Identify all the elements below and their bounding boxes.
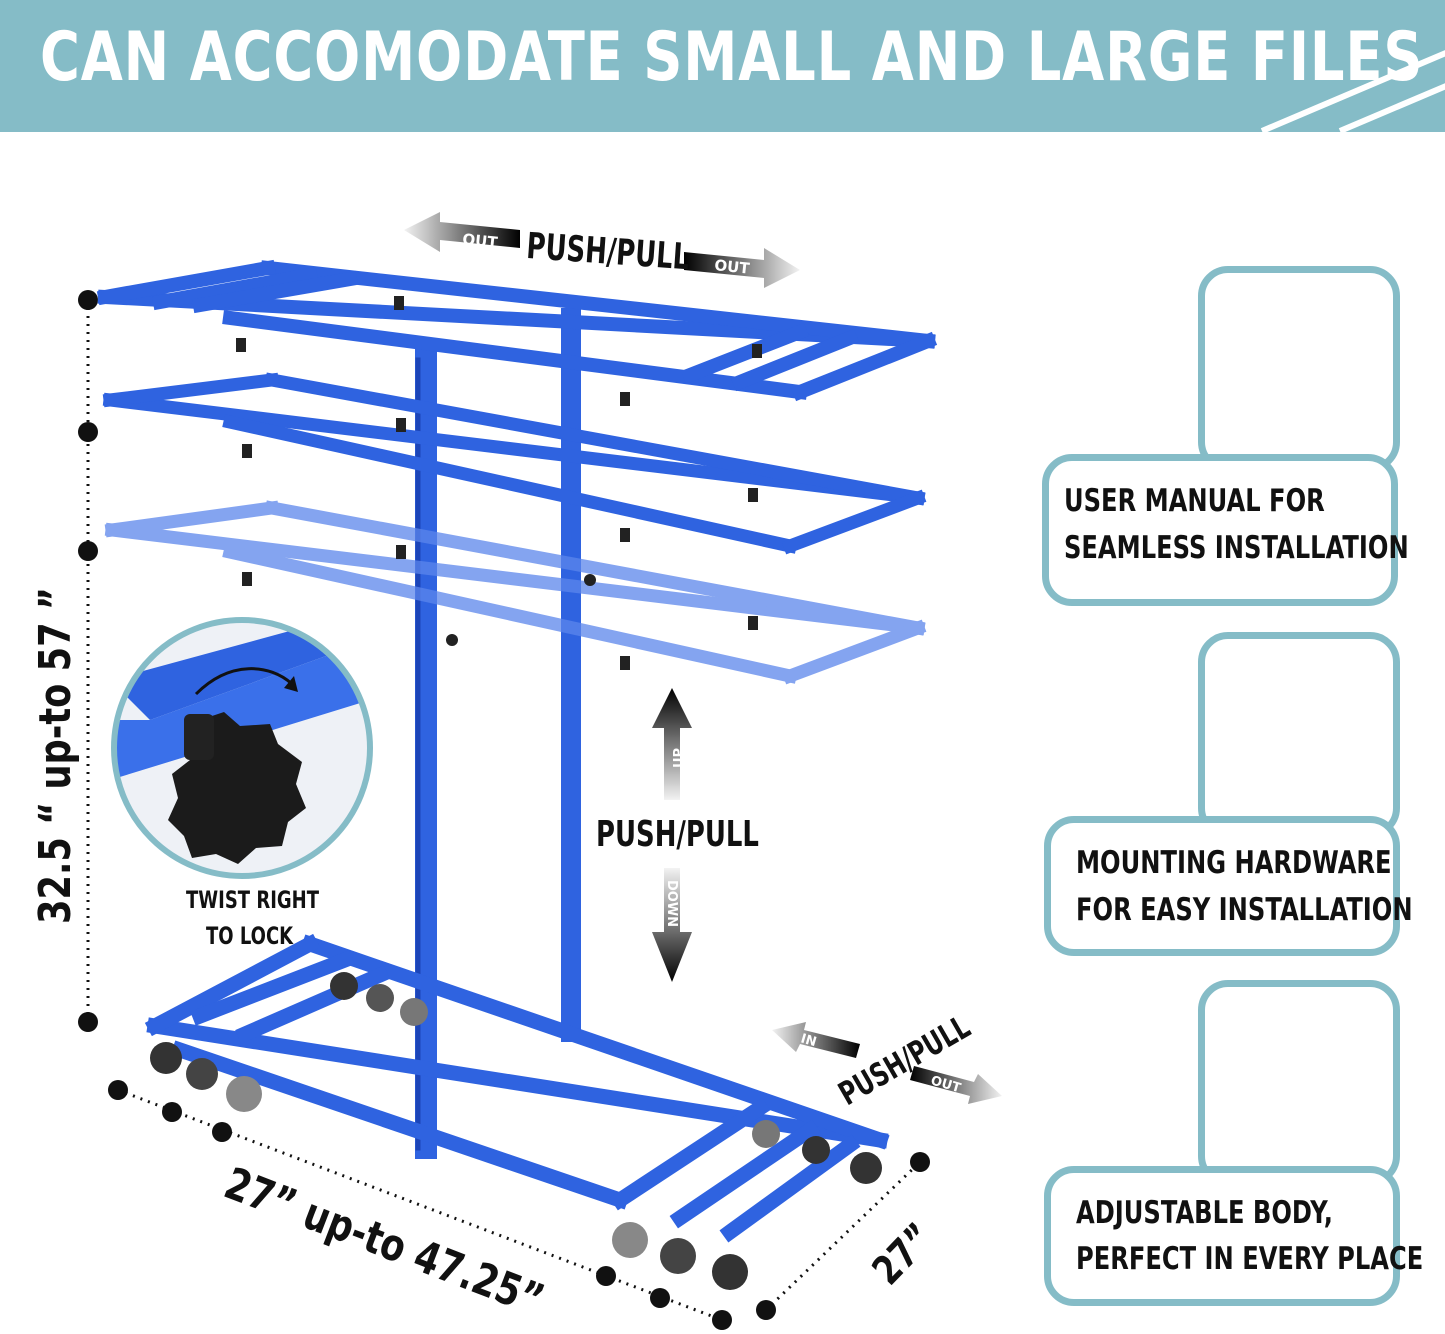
knob-caption-line2: TO LOCK (206, 922, 294, 950)
feature-text-line2: FOR EASY INSTALLATION (1076, 892, 1413, 928)
vertical-push-pull-arrows: UP DOWN (652, 688, 692, 982)
feature-icon-frame-cover (1206, 274, 1392, 464)
knob-caption-line1: TWIST RIGHT (186, 886, 320, 914)
feature-text-frame (1042, 454, 1398, 606)
feature-text-line2: SEAMLESS INSTALLATION (1064, 530, 1409, 566)
twist-arrow-icon (194, 667, 294, 696)
height-dimension-label: 32.5 “ up-to 57 ” (30, 587, 81, 924)
feature-icon-frame (1198, 980, 1400, 1186)
banner-title: CAN ACCOMODATE SMALL AND LARGE FILES (40, 18, 1424, 97)
title-banner: CAN ACCOMODATE SMALL AND LARGE FILES (0, 0, 1445, 134)
base-out-tag: OUT (929, 1073, 963, 1096)
feature-icon-frame (1198, 632, 1400, 838)
top-left-out-tag: OUT (462, 230, 500, 252)
top-push-pull-arrows: OUT OUT (404, 212, 800, 288)
knob-inset (111, 617, 373, 879)
feature-text-frame (1044, 1166, 1400, 1306)
rack-frame (96, 259, 938, 1290)
length-dimension-line (108, 1080, 732, 1330)
depth-dimension-line (756, 1152, 930, 1320)
vertical-down-tag: DOWN (664, 880, 679, 927)
vertical-up-tag: UP (672, 748, 687, 768)
height-dimension-line (78, 290, 98, 1032)
caster-wheels (150, 972, 882, 1290)
top-right-out-tag: OUT (714, 256, 752, 278)
feature-text-line2: PERFECT IN EVERY PLACE (1076, 1241, 1424, 1277)
base-in-tag: IN (799, 1031, 818, 1050)
feature-text-frame (1044, 816, 1400, 956)
feature-text-line1: ADJUSTABLE BODY, (1076, 1195, 1333, 1231)
lock-knob-icon (168, 712, 306, 864)
vertical-push-pull-label: PUSH/PULL (596, 814, 759, 855)
feature-text-line1: USER MANUAL FOR (1064, 483, 1325, 519)
feature-text-line1: MOUNTING HARDWARE (1076, 845, 1392, 881)
